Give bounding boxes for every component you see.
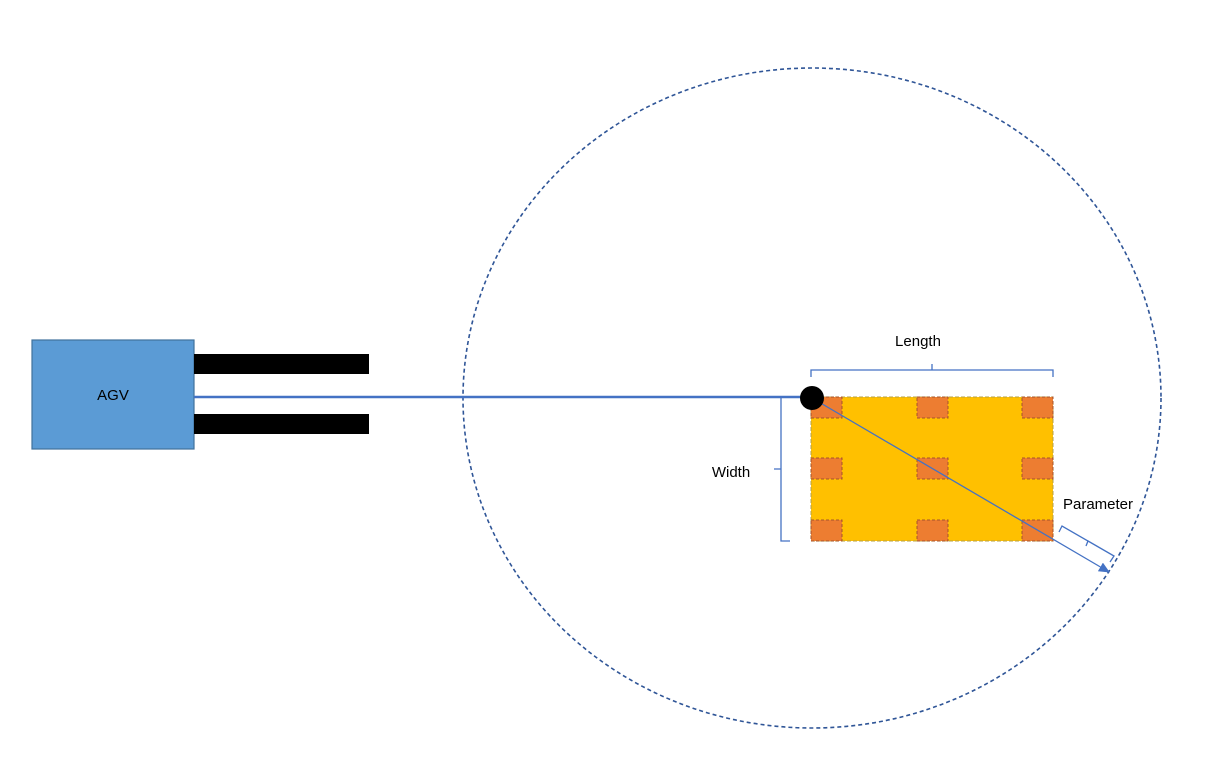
pivot-point xyxy=(800,386,824,410)
pallet-block xyxy=(810,457,843,480)
width-label: Width xyxy=(712,464,750,481)
pallet-block xyxy=(1021,457,1054,480)
fork-top xyxy=(194,354,369,374)
pallet xyxy=(810,396,1054,542)
pallet-block xyxy=(916,519,949,542)
parameter-bracket xyxy=(1058,525,1115,563)
agv: AGV xyxy=(31,339,195,450)
radius-arrow xyxy=(811,397,1110,573)
length-label: Length xyxy=(895,333,941,350)
pallet-block xyxy=(1021,396,1054,419)
pallet-block xyxy=(810,519,843,542)
pallet-block xyxy=(916,396,949,419)
length-bracket xyxy=(810,364,1054,377)
width-bracket xyxy=(774,396,790,542)
fork-bottom xyxy=(194,414,369,434)
agv-body xyxy=(31,339,195,450)
agv-label: AGV xyxy=(97,387,129,404)
parameter-label: Parameter xyxy=(1063,496,1133,513)
